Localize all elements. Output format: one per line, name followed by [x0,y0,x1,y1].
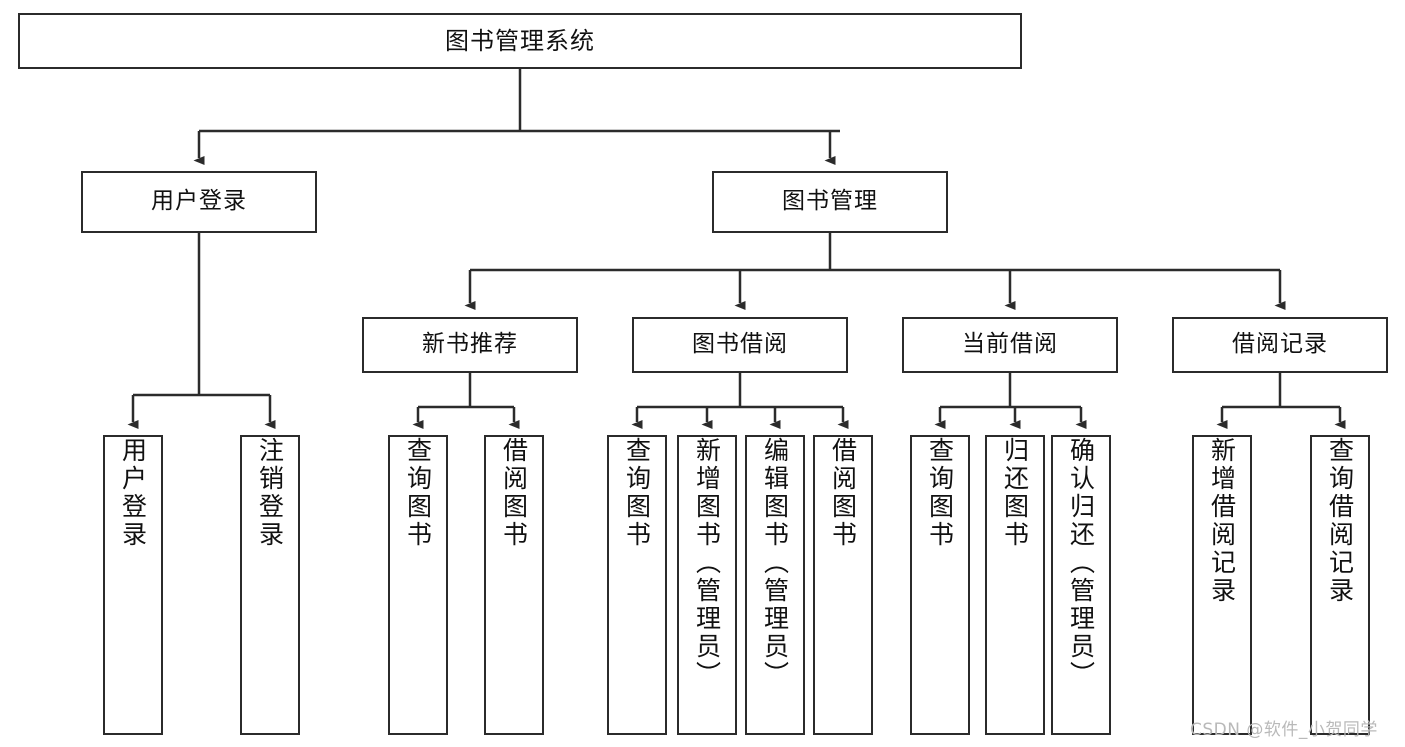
node-leaf-return-book[interactable]: 归还图书 [985,435,1045,735]
node-new-book-recommend-label: 新书推荐 [422,331,518,358]
node-leaf-query-book-2[interactable]: 查询图书 [607,435,667,735]
node-leaf-query-record[interactable]: 查询借阅记录 [1310,435,1370,735]
node-user-login-label: 用户登录 [151,188,247,215]
node-leaf-query-book-1[interactable]: 查询图书 [388,435,448,735]
node-leaf-borrow-book-1[interactable]: 借阅图书 [484,435,544,735]
node-current-borrow-label: 当前借阅 [962,331,1058,358]
node-leaf-logout-label: 注销登录 [255,437,285,549]
node-leaf-query-book-3-label: 查询图书 [925,437,955,549]
node-borrow-record[interactable]: 借阅记录 [1172,317,1388,373]
node-current-borrow[interactable]: 当前借阅 [902,317,1118,373]
node-leaf-query-book-3[interactable]: 查询图书 [910,435,970,735]
node-leaf-logout[interactable]: 注销登录 [240,435,300,735]
node-leaf-confirm-return-label: 确认归还（管理员） [1066,437,1096,689]
node-leaf-add-book-label: 新增图书（管理员） [692,437,722,689]
node-borrow-record-label: 借阅记录 [1232,331,1328,358]
node-leaf-add-record-label: 新增借阅记录 [1207,437,1237,605]
node-leaf-edit-book-label: 编辑图书（管理员） [760,437,790,689]
node-book-manage-label: 图书管理 [782,188,878,215]
node-leaf-return-book-label: 归还图书 [1000,437,1030,549]
node-leaf-add-record[interactable]: 新增借阅记录 [1192,435,1252,735]
node-leaf-borrow-book-2[interactable]: 借阅图书 [813,435,873,735]
node-leaf-user-login-label: 用户登录 [118,437,148,549]
node-root[interactable]: 图书管理系统 [18,13,1022,69]
node-leaf-query-book-2-label: 查询图书 [622,437,652,549]
node-user-login[interactable]: 用户登录 [81,171,317,233]
node-leaf-add-book[interactable]: 新增图书（管理员） [677,435,737,735]
node-leaf-edit-book[interactable]: 编辑图书（管理员） [745,435,805,735]
node-leaf-confirm-return[interactable]: 确认归还（管理员） [1051,435,1111,735]
node-root-label: 图书管理系统 [445,26,595,55]
node-leaf-query-record-label: 查询借阅记录 [1325,437,1355,605]
node-book-manage[interactable]: 图书管理 [712,171,948,233]
node-book-borrow[interactable]: 图书借阅 [632,317,848,373]
node-leaf-borrow-book-1-label: 借阅图书 [499,437,529,549]
node-leaf-borrow-book-2-label: 借阅图书 [828,437,858,549]
node-book-borrow-label: 图书借阅 [692,331,788,358]
node-new-book-recommend[interactable]: 新书推荐 [362,317,578,373]
node-leaf-query-book-1-label: 查询图书 [403,437,433,549]
node-leaf-user-login[interactable]: 用户登录 [103,435,163,735]
